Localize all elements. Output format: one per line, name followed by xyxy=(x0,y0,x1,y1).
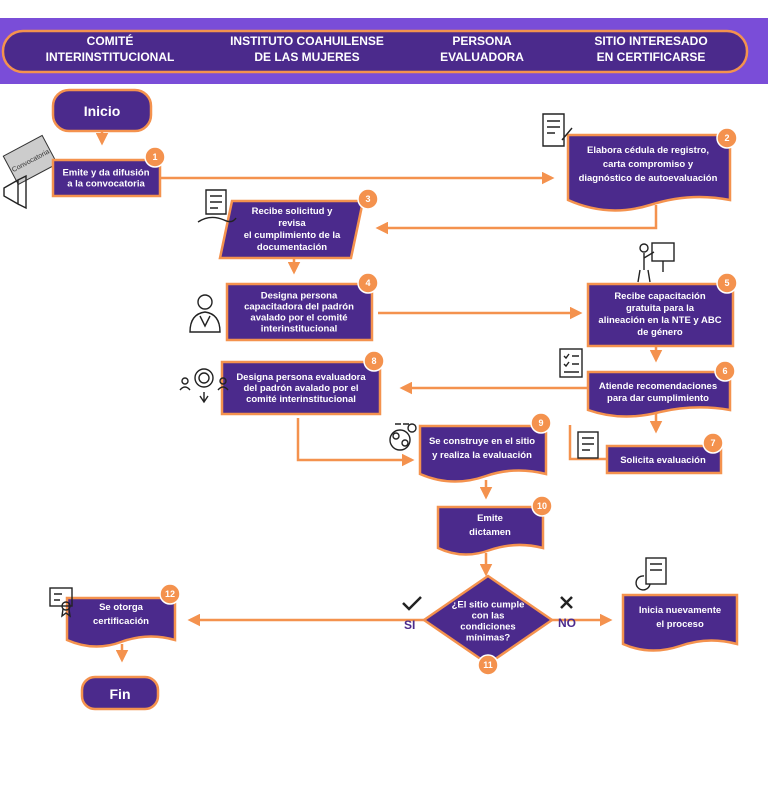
step-11-number: 11 xyxy=(483,660,493,670)
checklist-icon xyxy=(559,348,583,378)
step-5-number: 5 xyxy=(724,278,729,288)
decision-yes-label: SI xyxy=(404,618,415,632)
step-9-number: 9 xyxy=(538,418,543,428)
step-8-number: 8 xyxy=(371,356,376,366)
step-4-number: 4 xyxy=(365,278,370,288)
presentation-icon xyxy=(637,242,675,283)
step-7: Solicita evaluación 7 xyxy=(605,432,724,475)
certificate-icon xyxy=(49,587,73,618)
step-2-number: 2 xyxy=(724,133,729,143)
step-2: Elabora cédula de registro,carta comprom… xyxy=(566,127,738,212)
form-icon xyxy=(577,431,599,459)
step-1-number: 1 xyxy=(152,152,157,162)
check-icon xyxy=(402,596,422,611)
start-label: Inicio xyxy=(84,103,121,119)
step-12-number: 12 xyxy=(165,589,175,599)
start-node: Inicio xyxy=(51,88,153,133)
end-label: Fin xyxy=(110,686,131,702)
decision-no-label: NO xyxy=(558,616,576,630)
person-icon xyxy=(189,294,221,333)
hand-document-icon xyxy=(197,189,237,223)
step-10-number: 10 xyxy=(537,501,547,511)
end-node: Fin xyxy=(80,675,160,711)
step-3-number: 3 xyxy=(365,194,370,204)
step-6-number: 6 xyxy=(722,366,727,376)
restart-document-icon xyxy=(635,557,667,591)
connectors xyxy=(95,131,663,663)
cross-icon xyxy=(560,596,573,609)
step-7-text: Solicita evaluación xyxy=(620,455,706,466)
select-person-icon xyxy=(179,368,229,404)
step-7-number: 7 xyxy=(710,438,715,448)
header-pill xyxy=(1,29,749,74)
document-pen-icon xyxy=(542,113,573,147)
convocatoria-sign: Convocatoria xyxy=(2,134,58,186)
step-2-text: Elabora cédula de registro,carta comprom… xyxy=(579,145,718,184)
megaphone-icon xyxy=(3,174,27,210)
gears-head-icon xyxy=(389,423,417,451)
